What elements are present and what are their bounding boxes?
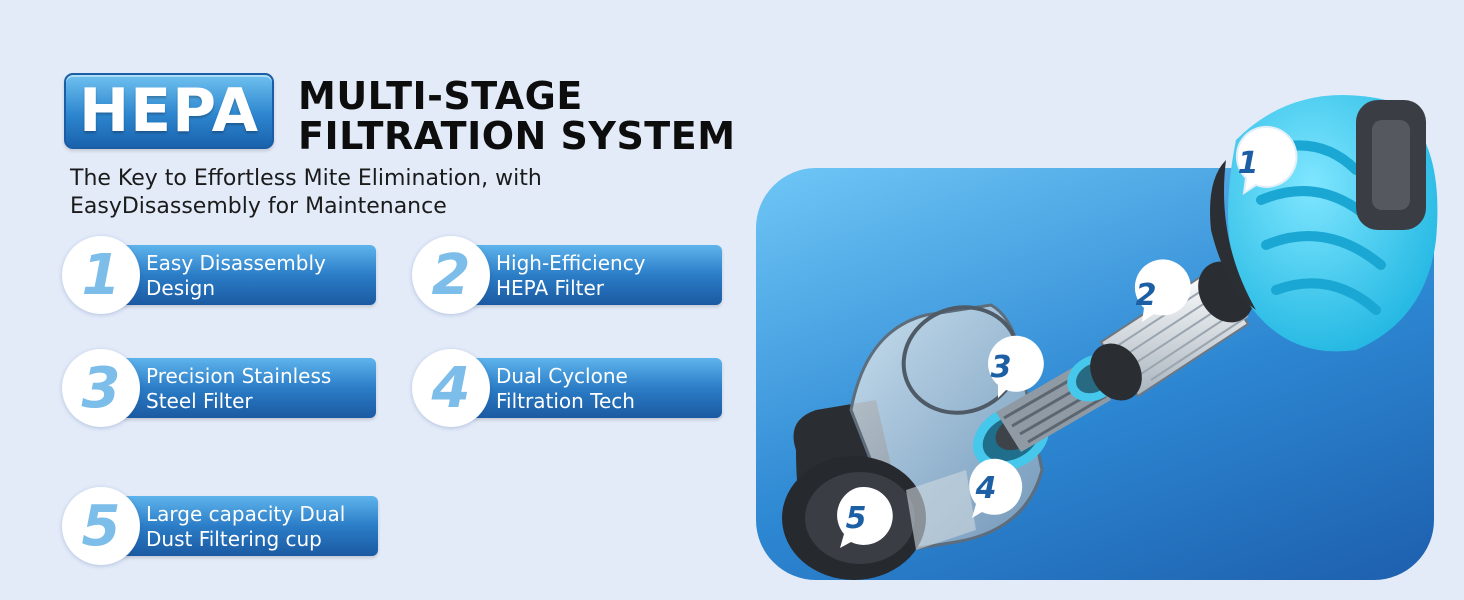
- feature-2-line-1: High-Efficiency: [496, 251, 646, 275]
- callout-bubble-5: 5: [837, 486, 893, 548]
- vacuum-exploded-view-illustration: 1 2 3 4 5: [782, 95, 1438, 580]
- feature-3-bar: Precision Stainless Steel Filter: [120, 358, 376, 418]
- callout-4-label: 4: [975, 471, 997, 506]
- feature-3-number: 3: [81, 355, 121, 421]
- feature-5-line-1: Large capacity Dual: [146, 502, 346, 526]
- feature-3-number-circle: 3: [62, 349, 140, 427]
- callout-5-label: 5: [846, 501, 867, 536]
- feature-1-bar: Easy Disassembly Design: [120, 245, 376, 305]
- feature-2-line-2: HEPA Filter: [496, 276, 605, 300]
- title-line-1: MULTI-STAGE: [298, 74, 583, 118]
- callout-bubble-4: 4: [969, 458, 1023, 518]
- feature-4-number: 4: [431, 355, 471, 421]
- callout-2-label: 2: [1136, 278, 1157, 313]
- feature-4-bar: Dual Cyclone Filtration Tech: [470, 358, 722, 418]
- feature-5-number-circle: 5: [62, 487, 140, 565]
- subtitle-line-1: The Key to Effortless Mite Elimination, …: [70, 166, 542, 191]
- feature-badge-4: Dual Cyclone Filtration Tech 4: [412, 349, 722, 427]
- feature-1-line-2: Design: [146, 276, 216, 300]
- hepa-badge-label: HEPA: [78, 76, 260, 146]
- feature-3-line-2: Steel Filter: [146, 389, 253, 413]
- hepa-badge: HEPA: [64, 73, 274, 149]
- feature-3-line-1: Precision Stainless: [146, 364, 332, 388]
- subtitle: The Key to Effortless Mite Elimination, …: [70, 165, 670, 221]
- feature-badge-2: High-Efficiency HEPA Filter 2: [412, 236, 722, 314]
- feature-5-bar: Large capacity Dual Dust Filtering cup: [120, 496, 378, 556]
- feature-badge-5: Large capacity Dual Dust Filtering cup 5: [62, 487, 378, 565]
- callout-1-label: 1: [1238, 146, 1259, 181]
- callout-bubble-3: 3: [988, 335, 1044, 398]
- feature-2-bar: High-Efficiency HEPA Filter: [470, 245, 722, 305]
- feature-1-number: 1: [81, 242, 121, 308]
- feature-1-line-1: Easy Disassembly: [146, 251, 326, 275]
- callout-3-label: 3: [991, 350, 1012, 385]
- callout-bubble-1: 1: [1236, 125, 1298, 196]
- feature-1-number-circle: 1: [62, 236, 140, 314]
- feature-badge-1: Easy Disassembly Design 1: [62, 236, 376, 314]
- feature-4-line-1: Dual Cyclone: [496, 364, 628, 388]
- callout-bubble-2: 2: [1134, 259, 1191, 322]
- feature-5-number: 5: [81, 493, 121, 559]
- subtitle-line-2: EasyDisassembly for Maintenance: [70, 194, 447, 219]
- feature-4-line-2: Filtration Tech: [496, 389, 635, 413]
- feature-2-number: 2: [431, 242, 471, 308]
- page-title: MULTI-STAGE FILTRATION SYSTEM: [298, 76, 736, 156]
- title-line-2: FILTRATION SYSTEM: [298, 114, 736, 158]
- feature-4-number-circle: 4: [412, 349, 490, 427]
- feature-5-line-2: Dust Filtering cup: [146, 527, 322, 551]
- feature-2-number-circle: 2: [412, 236, 490, 314]
- feature-badge-3: Precision Stainless Steel Filter 3: [62, 349, 376, 427]
